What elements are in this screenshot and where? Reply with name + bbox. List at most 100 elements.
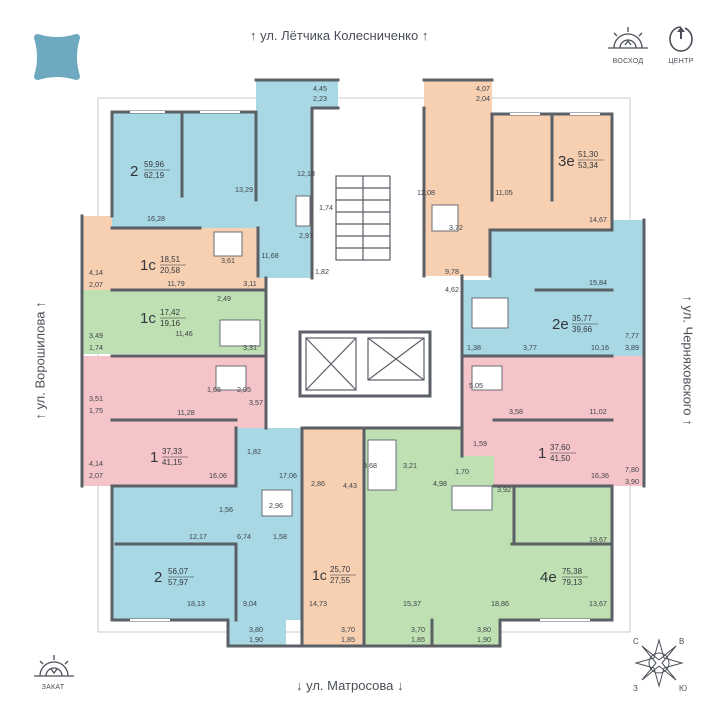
svg-text:35,77: 35,77 bbox=[572, 314, 593, 323]
unit-label-1c-1742: 1с 17,42 19,16 bbox=[140, 308, 186, 328]
svg-text:2: 2 bbox=[154, 569, 162, 586]
svg-text:41,15: 41,15 bbox=[162, 458, 183, 467]
room-area: 2,86 bbox=[311, 479, 325, 488]
unit-label-4e-7538: 4е 75,38 79,13 bbox=[540, 567, 588, 587]
room-area: 2,07 bbox=[89, 280, 103, 289]
room-area: 17,06 bbox=[279, 471, 297, 480]
room-area: 4,07 bbox=[476, 84, 490, 93]
room-area: 1,74 bbox=[319, 203, 333, 212]
room-area: 11,68 bbox=[261, 251, 278, 260]
sunrise-label: ВОСХОД bbox=[612, 58, 644, 65]
balcony-area: 3,70 bbox=[411, 625, 425, 634]
room-area: 18,13 bbox=[187, 599, 205, 608]
room-area: 3,31 bbox=[243, 343, 257, 352]
unit-label-2-5996: 2 59,96 62,19 bbox=[130, 160, 170, 180]
room-area: 15,37 bbox=[403, 599, 421, 608]
room-area: 4,14 bbox=[89, 459, 103, 468]
svg-text:27,55: 27,55 bbox=[330, 576, 351, 585]
room-area: 5,05 bbox=[469, 381, 483, 390]
unit-label-1c-1851: 1с 18,51 20,58 bbox=[140, 255, 186, 275]
svg-text:17,42: 17,42 bbox=[160, 308, 181, 317]
room-area: 2,95 bbox=[237, 385, 251, 394]
sunset-label: ЗАКАТ bbox=[41, 684, 65, 691]
room-area: 1,74 bbox=[89, 343, 103, 352]
balcony-area: 3,70 bbox=[341, 625, 355, 634]
room-area: 2,23 bbox=[313, 94, 327, 103]
balcony-area: 3,80 bbox=[249, 625, 263, 634]
unit-1c-2570[interactable] bbox=[302, 428, 364, 646]
unit-4e-7538[interactable] bbox=[364, 428, 612, 646]
compass-n: С bbox=[633, 637, 639, 646]
svg-text:41,50: 41,50 bbox=[550, 454, 571, 463]
logo-mark bbox=[34, 34, 80, 80]
room-area: 3,51 bbox=[89, 394, 103, 403]
room-area: 11,46 bbox=[175, 329, 192, 338]
svg-text:19,16: 19,16 bbox=[160, 319, 181, 328]
room-area: 3,61 bbox=[221, 256, 235, 265]
room-area: 13,67 bbox=[589, 535, 607, 544]
room-area: 3,92 bbox=[497, 485, 511, 494]
unit-2-5996[interactable] bbox=[112, 80, 338, 278]
room-area: 3,21 bbox=[403, 461, 417, 470]
room-area: 13,29 bbox=[235, 185, 253, 194]
svg-text:59,96: 59,96 bbox=[144, 160, 165, 169]
svg-text:37,33: 37,33 bbox=[162, 447, 183, 456]
room-area: 2,96 bbox=[269, 501, 283, 510]
svg-text:1с: 1с bbox=[140, 257, 156, 274]
room-area: 10,16 bbox=[591, 343, 609, 352]
room-area: 3,11 bbox=[243, 279, 256, 288]
room-area: 2,97 bbox=[299, 231, 313, 240]
room-area: 1,58 bbox=[273, 532, 287, 541]
room-area: 1,38 bbox=[467, 343, 481, 352]
svg-text:79,13: 79,13 bbox=[562, 578, 583, 587]
room-area: 3,89 bbox=[625, 343, 639, 352]
balcony-area: 3,80 bbox=[477, 625, 491, 634]
room-area: 13,67 bbox=[589, 599, 607, 608]
room-area: 12,18 bbox=[297, 169, 315, 178]
unit-3e-5130[interactable] bbox=[424, 80, 612, 276]
svg-text:1с: 1с bbox=[140, 310, 156, 327]
svg-text:75,38: 75,38 bbox=[562, 567, 583, 576]
compass-w: З bbox=[633, 684, 638, 693]
room-area: 9,04 bbox=[243, 599, 257, 608]
room-area: 4,14 bbox=[89, 268, 103, 277]
room-area: 11,05 bbox=[495, 188, 512, 197]
room-area: 14,73 bbox=[309, 599, 327, 608]
room-area: 4,45 bbox=[313, 84, 327, 93]
unit-label-1c-2570: 1с 25,70 27,55 bbox=[312, 565, 356, 585]
room-area: 9,78 bbox=[445, 267, 459, 276]
balcony-area: 1,90 bbox=[477, 635, 491, 644]
room-area: 3,77 bbox=[523, 343, 537, 352]
unit-label-2e-3577: 2е 35,77 39,66 bbox=[552, 314, 598, 334]
room-area: 4,98 bbox=[433, 479, 447, 488]
unit-2-5607[interactable] bbox=[112, 428, 302, 646]
room-area: 11,02 bbox=[589, 407, 606, 416]
room-area: 2,07 bbox=[89, 471, 103, 480]
svg-text:20,58: 20,58 bbox=[160, 266, 181, 275]
room-area: 3,90 bbox=[625, 477, 639, 486]
room-area: 11,28 bbox=[177, 408, 194, 417]
center-icon bbox=[669, 26, 693, 52]
compass-icon: С В З Ю bbox=[633, 637, 687, 693]
room-area: 6,74 bbox=[237, 532, 251, 541]
svg-text:56,07: 56,07 bbox=[168, 567, 189, 576]
room-area: 16,06 bbox=[209, 471, 227, 480]
svg-text:3е: 3е bbox=[558, 153, 575, 170]
room-area: 1,59 bbox=[473, 439, 487, 448]
unit-label-3e-5130: 3е 51,30 53,34 bbox=[558, 150, 604, 170]
svg-text:1с: 1с bbox=[312, 567, 327, 583]
svg-text:37,60: 37,60 bbox=[550, 443, 571, 452]
room-area: 4,43 bbox=[343, 481, 357, 490]
svg-text:51,30: 51,30 bbox=[578, 150, 599, 159]
sunset-icon bbox=[34, 655, 74, 677]
unit-label-2-5607: 2 56,07 57,97 bbox=[154, 567, 194, 587]
room-area: 12,17 bbox=[189, 532, 207, 541]
room-area: 1,82 bbox=[247, 447, 261, 456]
room-area: 14,67 bbox=[589, 215, 607, 224]
svg-text:18,51: 18,51 bbox=[160, 255, 181, 264]
room-area: 1,65 bbox=[207, 385, 221, 394]
room-area: 2,04 bbox=[476, 94, 490, 103]
compass-s: Ю bbox=[679, 684, 687, 693]
svg-text:4е: 4е bbox=[540, 569, 557, 586]
unit-label-1-3733: 1 37,33 41,15 bbox=[150, 447, 188, 467]
